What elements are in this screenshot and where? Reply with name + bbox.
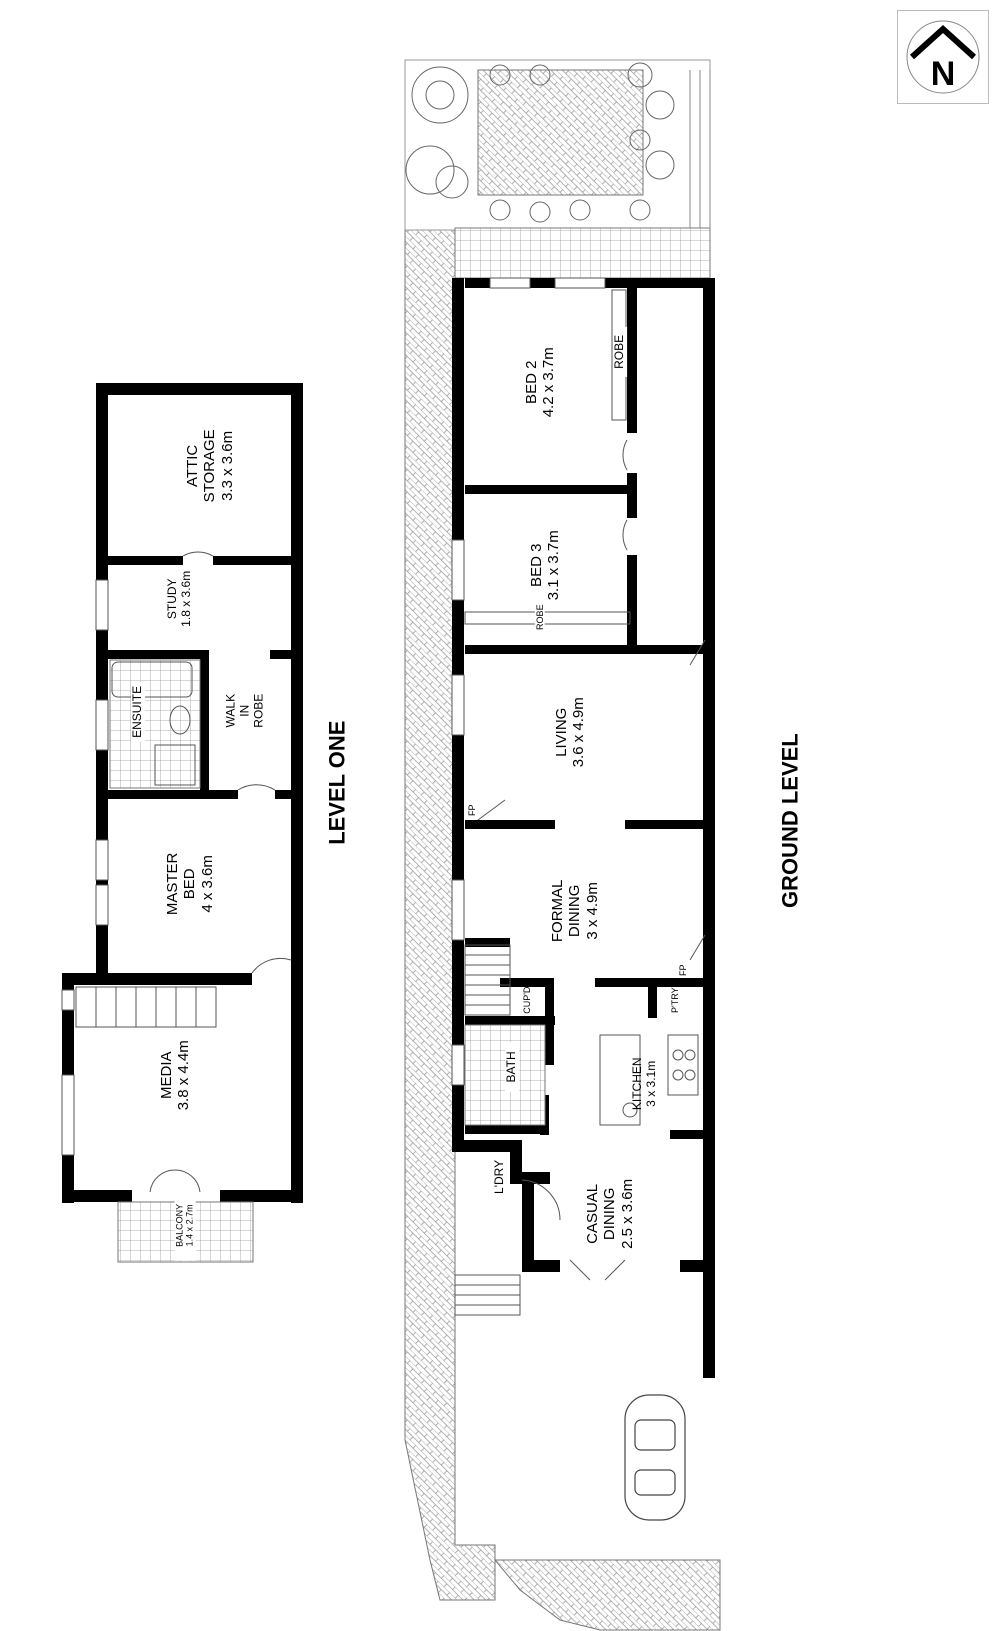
front-driveway — [493, 1559, 721, 1631]
attic-size: 3.3 x 3.6m — [218, 430, 236, 501]
living-label: LIVING 3.6 x 4.9m — [553, 672, 588, 792]
fp-living-label: FP — [467, 800, 477, 820]
level-one-door-swings — [149, 551, 292, 1193]
north-arrow-icon — [906, 20, 980, 94]
ground-door-swings — [477, 439, 706, 1281]
compass: N — [897, 10, 989, 104]
side-path — [404, 227, 496, 1601]
level-one-title: LEVEL ONE — [324, 720, 350, 845]
media-label: MEDIA 3.8 x 4.4m — [158, 1015, 193, 1135]
master-bed-name: MASTER BED — [164, 852, 199, 916]
laundry-label: L'DRY — [492, 1152, 507, 1202]
casual-dining-label: CASUAL DINING 2.5 x 3.6m — [584, 1144, 636, 1284]
fp-dining-name: FP — [677, 964, 688, 976]
ensuite-fittings — [111, 661, 196, 786]
garden-plants — [405, 62, 675, 223]
bath-floor — [464, 1024, 546, 1126]
casual-dining-size: 2.5 x 3.6m — [618, 1178, 636, 1249]
rear-fence — [689, 70, 711, 228]
kitchen-label: KITCHEN 3 x 3.1m — [630, 1039, 659, 1129]
fp-dining-label: FP — [678, 960, 688, 980]
formal-dining-name: FORMAL DINING — [549, 879, 584, 943]
cupd-name: CUP'D — [521, 986, 532, 1014]
car-icon — [624, 1394, 686, 1521]
robe-bed2-name: ROBE — [612, 334, 627, 369]
pantry-name: P'TRY — [669, 987, 680, 1013]
kitchen-size: 3 x 3.1m — [644, 1060, 658, 1107]
casual-dining-name: CASUAL DINING — [584, 1183, 619, 1244]
living-name: LIVING — [552, 707, 570, 757]
study-label: STUDY 1.8 x 3.6m — [165, 549, 194, 649]
compass-letter: N — [930, 55, 956, 93]
formal-dining-label: FORMAL DINING 3 x 4.9m — [549, 841, 601, 981]
rear-deck — [454, 227, 711, 279]
ensuite-name: ENSUITE — [130, 685, 145, 738]
balcony-name: BALCONY — [174, 1203, 185, 1247]
walk-in-robe-name: WALK IN ROBE — [223, 693, 265, 728]
level-one-stairs — [75, 986, 217, 1028]
study-size: 1.8 x 3.6m — [179, 570, 193, 627]
robe-bed3-label: ROBE — [534, 597, 546, 638]
bath-label: BATH — [504, 1041, 519, 1092]
living-size: 3.6 x 4.9m — [570, 697, 587, 768]
ensuite-label: ENSUITE — [130, 681, 145, 742]
laundry-name: L'DRY — [492, 1159, 507, 1194]
balcony-size: 1.4 x 2.7m — [185, 1204, 195, 1247]
bed2-name: BED 2 — [522, 360, 540, 404]
rear-paving — [477, 69, 644, 196]
level-one-windows — [61, 579, 109, 1156]
ground-windows — [451, 277, 606, 1086]
kitchen-fittings — [599, 1034, 699, 1126]
bed2-size: 4.2 x 3.7m — [540, 347, 557, 418]
walk-in-robe-label: WALK IN ROBE — [223, 671, 265, 751]
attic-name: ATTIC STORAGE — [184, 429, 219, 503]
robe-bed2-label: ROBE — [612, 326, 627, 377]
media-name: MEDIA — [157, 1051, 175, 1100]
ground-stairs — [454, 944, 521, 1316]
cupd-label: CUP'D — [522, 980, 532, 1020]
ground-level-title: GROUND LEVEL — [777, 733, 803, 909]
ground-level-plan — [404, 59, 721, 1631]
bath-name: BATH — [504, 1051, 519, 1083]
formal-dining-size: 3 x 4.9m — [583, 882, 601, 940]
level-one-plan — [61, 383, 303, 1263]
master-bed-size: 4 x 3.6m — [198, 855, 216, 913]
master-bed-label: MASTER BED 4 x 3.6m — [164, 824, 216, 944]
study-name: STUDY — [165, 578, 180, 620]
bed3-size: 3.1 x 3.7m — [545, 530, 562, 601]
bed2-label: BED 2 4.2 x 3.7m — [523, 322, 558, 442]
kitchen-name: KITCHEN — [630, 1057, 645, 1111]
attic-storage-label: ATTIC STORAGE 3.3 x 3.6m — [184, 406, 236, 526]
media-size: 3.8 x 4.4m — [175, 1040, 192, 1111]
pantry-label: P'TRY — [670, 980, 680, 1020]
balcony-label: BALCONY 1.4 x 2.7m — [174, 1190, 196, 1261]
fp-living-name: FP — [466, 804, 477, 816]
robe-bed3-name: ROBE — [534, 604, 545, 630]
